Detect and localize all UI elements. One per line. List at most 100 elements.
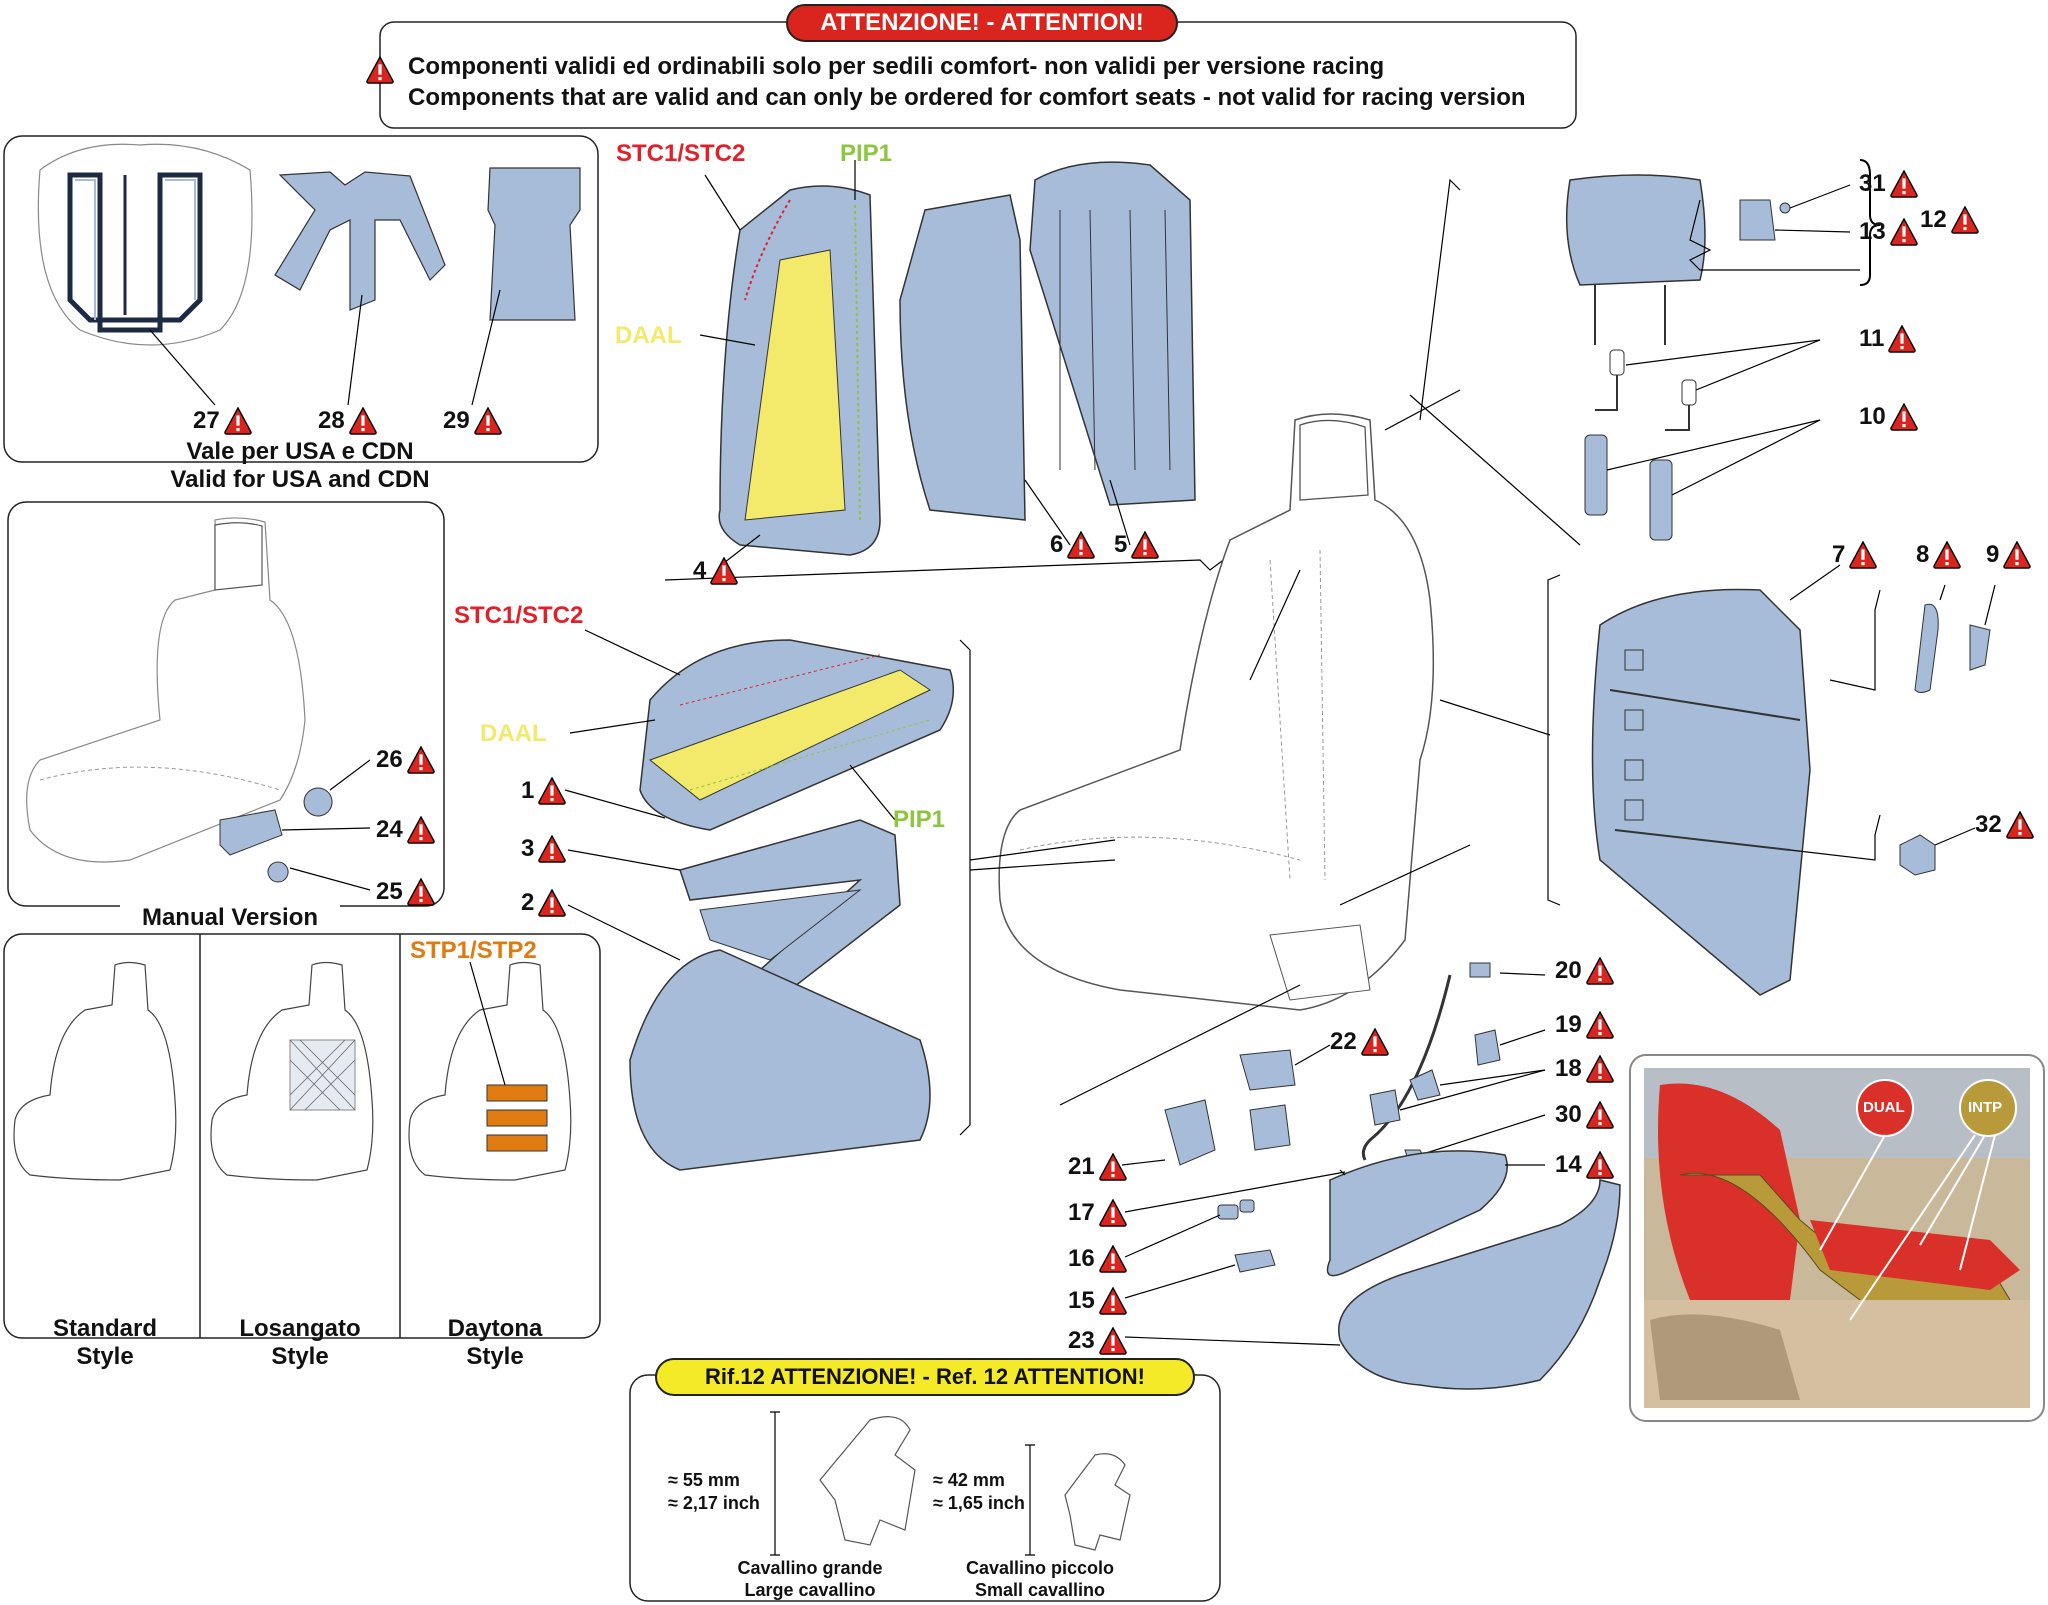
warning-icon — [710, 557, 738, 585]
warning-icon — [407, 816, 435, 844]
styles-panel — [3, 933, 601, 1339]
callout-7: 7 — [1832, 541, 1877, 569]
callout-1-number: 1 — [521, 777, 535, 804]
attention-line-en: Components that are valid and can only b… — [408, 84, 1526, 111]
stp-code: STP1/STP2 — [410, 937, 537, 964]
photo-inset — [1629, 1054, 2045, 1422]
callout-2-number: 2 — [521, 889, 535, 916]
warning-icon — [1099, 1327, 1127, 1355]
usa-caption-it: Vale per USA e CDN — [186, 438, 414, 465]
daal-cushion-code: DAAL — [480, 720, 547, 747]
attention-banner: ATTENZIONE! - ATTENTION! — [786, 4, 1178, 42]
callout-11-number: 11 — [1859, 325, 1885, 352]
manual-panel — [7, 501, 445, 907]
callout-32-number: 32 — [1975, 811, 2002, 838]
small-cavallino-dim: ≈ 42 mm ≈ 1,65 inch — [933, 1469, 1025, 1514]
callout-23: 23 — [1068, 1327, 1127, 1355]
callout-8-number: 8 — [1916, 541, 1930, 568]
stc-back-code: STC1/STC2 — [616, 140, 746, 167]
intp-label: INTP — [1968, 1099, 2003, 1116]
callout-27: 27 — [193, 407, 252, 435]
small-caption-en: Small cavallino — [974, 1579, 1106, 1600]
warning-icon — [1586, 1151, 1614, 1179]
warning-icon — [538, 777, 566, 805]
usa-panel — [3, 135, 599, 463]
callout-30-number: 30 — [1555, 1101, 1582, 1128]
style-standard-label: Standard Style — [52, 1315, 157, 1370]
main-seat — [969, 178, 1581, 1106]
usa-caption-en: Valid for USA and CDN — [170, 465, 430, 493]
large-dim-mm: ≈ 55 mm — [668, 1470, 740, 1490]
callout-26-number: 26 — [376, 746, 403, 773]
callout-3-number: 3 — [521, 835, 535, 862]
callout-18: 18 — [1555, 1055, 1614, 1083]
callout-7-number: 7 — [1832, 541, 1846, 568]
warning-icon — [1890, 170, 1918, 198]
callout-13-number: 13 — [1859, 218, 1886, 245]
seatback-parts — [664, 160, 1231, 581]
callout-21-number: 21 — [1068, 1153, 1095, 1180]
callout-15-number: 15 — [1068, 1287, 1095, 1314]
style-daytona: Daytona Style — [410, 1315, 580, 1370]
callout-16: 16 — [1068, 1245, 1127, 1273]
callout-6-number: 6 — [1050, 531, 1064, 558]
warning-icon — [407, 746, 435, 774]
callout-31: 31 — [1859, 170, 1918, 198]
large-cavallino-caption: Cavallino grande Large cavallino — [700, 1558, 920, 1601]
style-standard: Standard Style — [20, 1315, 190, 1370]
warning-icon — [538, 835, 566, 863]
callout-2: 2 — [521, 889, 566, 917]
warning-icon — [1099, 1245, 1127, 1273]
callout-22: 22 — [1330, 1028, 1389, 1056]
control-parts — [1121, 962, 1621, 1390]
callout-10: 10 — [1859, 403, 1918, 431]
warning-icon — [1099, 1153, 1127, 1181]
warning-icon — [1951, 206, 1979, 234]
warning-icon — [1888, 325, 1916, 353]
ref12-title: Rif.12 ATTENZIONE! - Ref. 12 ATTENTION! — [704, 1364, 1145, 1389]
backrest-shell — [1547, 564, 1996, 996]
callout-25-number: 25 — [376, 878, 403, 905]
warning-icon — [349, 407, 377, 435]
warning-icon — [1361, 1028, 1389, 1056]
attention-title: ATTENZIONE! - ATTENTION! — [820, 9, 1144, 36]
callout-30: 30 — [1555, 1101, 1614, 1129]
callout-9-number: 9 — [1986, 541, 2000, 568]
warning-icon — [1586, 1011, 1614, 1039]
headrest-parts — [1565, 159, 1881, 541]
ref12-banner: Rif.12 ATTENZIONE! - Ref. 12 ATTENTION! — [655, 1358, 1195, 1396]
callout-26: 26 — [376, 746, 435, 774]
style-daytona-label: Daytona Style — [447, 1315, 543, 1370]
callout-19: 19 — [1555, 1011, 1614, 1039]
small-caption-it: Cavallino piccolo — [965, 1558, 1115, 1578]
callout-18-number: 18 — [1555, 1055, 1582, 1082]
usa-caption: Vale per USA e CDN Valid for USA and CDN — [100, 438, 500, 493]
callout-14-number: 14 — [1555, 1151, 1582, 1178]
small-dim-mm: ≈ 42 mm — [933, 1470, 1005, 1490]
pip-cushion-code: PIP1 — [893, 806, 946, 833]
large-cavallino-dim: ≈ 55 mm ≈ 2,17 inch — [668, 1469, 760, 1514]
callout-8: 8 — [1916, 541, 1961, 569]
warning-icon — [1586, 957, 1614, 985]
callout-11: 11 — [1859, 325, 1916, 353]
small-cavallino-caption: Cavallino piccolo Small cavallino — [930, 1558, 1150, 1601]
callout-21: 21 — [1068, 1153, 1127, 1181]
warning-icon — [1099, 1287, 1127, 1315]
callout-5: 5 — [1114, 531, 1159, 559]
callout-29: 29 — [443, 407, 502, 435]
ref12-panel — [629, 1374, 1221, 1602]
callout-4-number: 4 — [693, 557, 707, 584]
callout-3: 3 — [521, 835, 566, 863]
warning-icon — [474, 407, 502, 435]
warning-icon — [1067, 531, 1095, 559]
callout-5-number: 5 — [1114, 531, 1128, 558]
callout-28-number: 28 — [318, 407, 345, 434]
warning-icon — [2003, 541, 2031, 569]
attention-line-it: Componenti validi ed ordinabili solo per… — [408, 53, 1385, 80]
callout-20-number: 20 — [1555, 957, 1582, 984]
stc-cushion-code: STC1/STC2 — [454, 602, 584, 629]
warning-icon — [1099, 1199, 1127, 1227]
dual-label: DUAL — [1863, 1099, 1905, 1116]
callout-24: 24 — [376, 816, 435, 844]
